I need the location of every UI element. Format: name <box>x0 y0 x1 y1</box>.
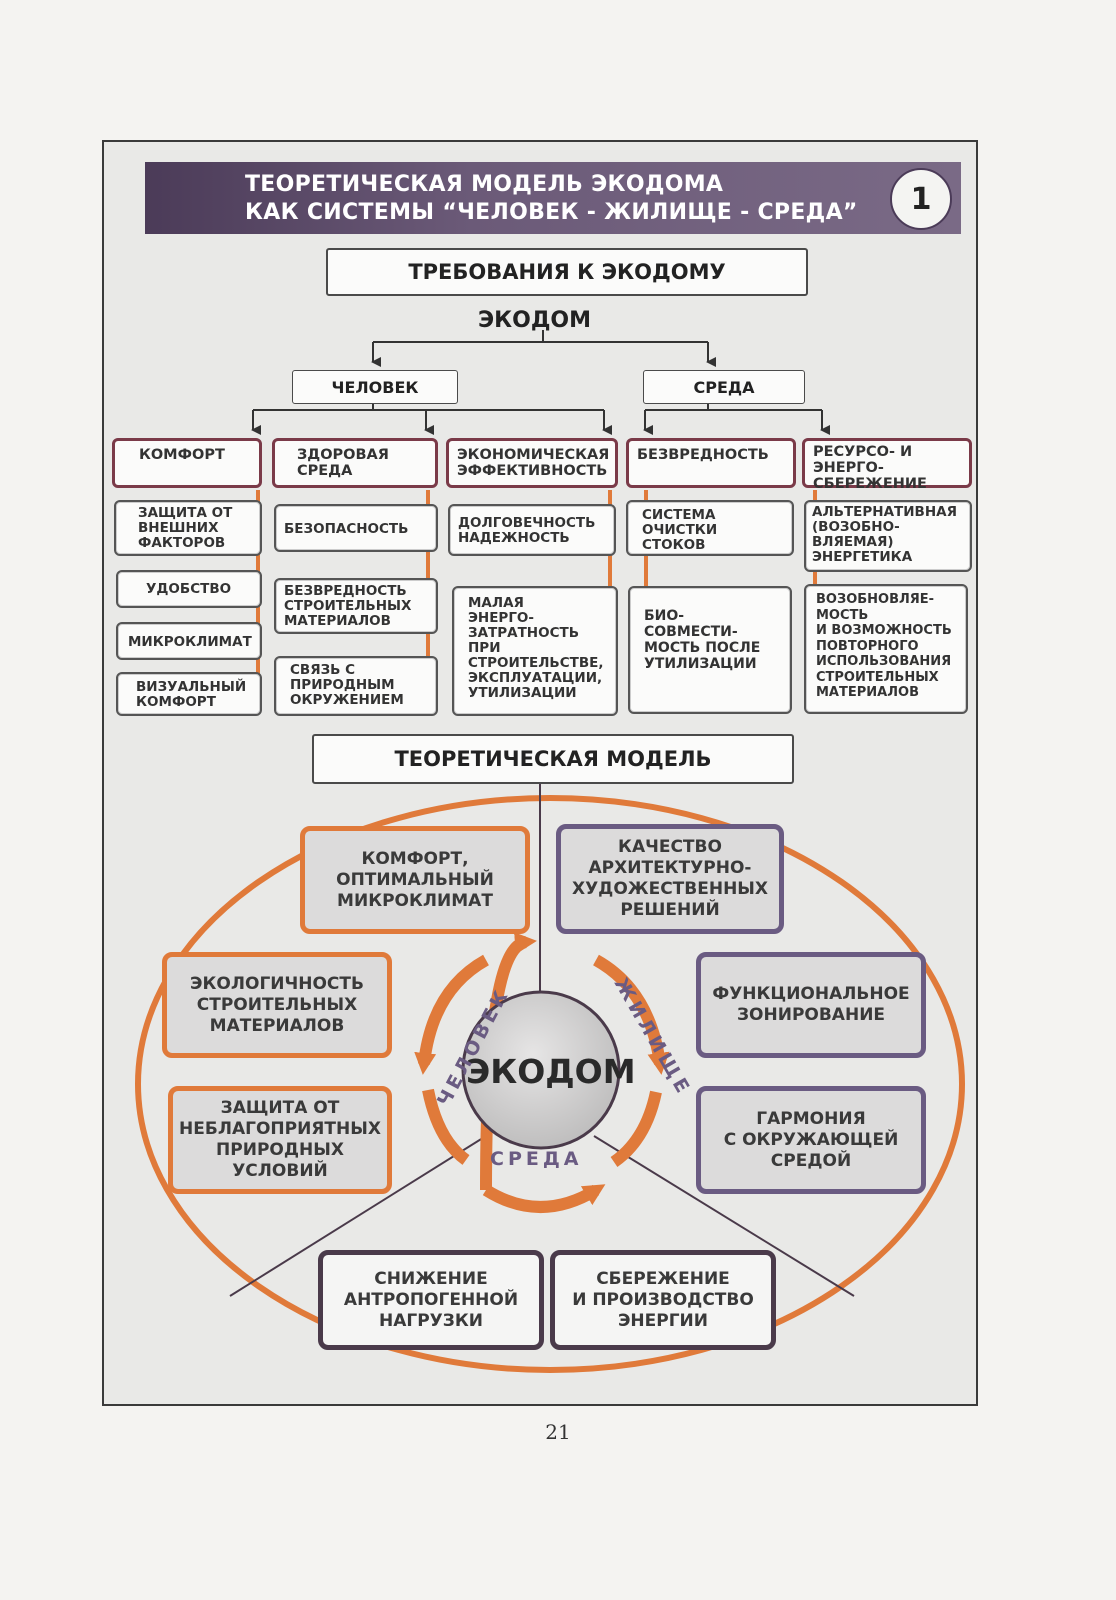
cell-biocompatibility: БИО- СОВМЕСТИ- МОСТЬ ПОСЛЕ УТИЛИЗАЦИИ <box>628 586 792 714</box>
header-resource-saving: РЕСУРСО- И ЭНЕРГО- СБЕРЕЖЕНИЕ <box>802 438 972 492</box>
header-comfort: КОМФОРТ <box>112 438 262 488</box>
header-economic-efficiency: ЭКОНОМИЧЕСКАЯ ЭФФЕКТИВНОСТЬ <box>446 438 618 488</box>
cell-low-energy-costs: МАЛАЯ ЭНЕРГО- ЗАТРАТНОСТЬ ПРИ СТРОИТЕЛЬС… <box>452 586 618 716</box>
cell-harmless-materials: БЕЗВРЕДНОСТЬ СТРОИТЕЛЬНЫХ МАТЕРИАЛОВ <box>274 578 438 634</box>
cell-wastewater-treatment: СИСТЕМА ОЧИСТКИ СТОКОВ <box>626 500 794 556</box>
cell-visual-comfort: ВИЗУАЛЬНЫЙ КОМФОРТ <box>116 672 262 716</box>
box-environment-harmony: ГАРМОНИЯ С ОКРУЖАЮЩЕЙ СРЕДОЙ <box>696 1086 926 1194</box>
header-healthy-environment: ЗДОРОВАЯ СРЕДА <box>272 438 438 488</box>
box-comfort-microclimate: КОМФОРТ, ОПТИМАЛЬНЫЙ МИКРОКЛИМАТ <box>300 826 530 934</box>
figure-number-badge: 1 <box>890 168 952 230</box>
box-energy-saving: СБЕРЕЖЕНИЕ И ПРОИЗВОДСТВО ЭНЕРГИИ <box>550 1250 776 1350</box>
cell-material-reuse: ВОЗОБНОВЛЯЕ- МОСТЬ И ВОЗМОЖНОСТЬ ПОВТОРН… <box>804 584 968 714</box>
model-title: ТЕОРЕТИЧЕСКАЯ МОДЕЛЬ <box>312 734 794 784</box>
cell-alternative-energy: АЛЬТЕРНАТИВНАЯ (ВОЗОБНО- ВЛЯЕМАЯ) ЭНЕРГЕ… <box>804 500 972 572</box>
cell-safety: БЕЗОПАСНОСТЬ <box>274 504 438 552</box>
branch-human: ЧЕЛОВЕК <box>292 370 458 404</box>
branch-environment: СРЕДА <box>643 370 805 404</box>
title-line-1: ТЕОРЕТИЧЕСКАЯ МОДЕЛЬ ЭКОДОМА <box>245 172 724 197</box>
box-nature-protection: ЗАЩИТА ОТ НЕБЛАГОПРИЯТНЫХ ПРИРОДНЫХ УСЛО… <box>168 1086 392 1194</box>
page-number: 21 <box>545 1420 571 1444</box>
tree-root: ЭКОДОМ <box>478 308 592 333</box>
box-architectural-quality: КАЧЕСТВО АРХИТЕКТУРНО- ХУДОЖЕСТВЕННЫХ РЕ… <box>556 824 784 934</box>
cell-durability: ДОЛГОВЕЧНОСТЬ НАДЕЖНОСТЬ <box>448 504 616 556</box>
requirements-title: ТРЕБОВАНИЯ К ЭКОДОМУ <box>326 248 808 296</box>
header-harmlessness: БЕЗВРЕДНОСТЬ <box>626 438 796 488</box>
title-banner: ТЕОРЕТИЧЕСКАЯ МОДЕЛЬ ЭКОДОМА КАК СИСТЕМЫ… <box>145 162 961 234</box>
ring-label-environment: СРЕДА <box>490 1148 583 1170</box>
cell-external-protection: ЗАЩИТА ОТ ВНЕШНИХ ФАКТОРОВ <box>114 500 262 556</box>
cell-nature-connection: СВЯЗЬ С ПРИРОДНЫМ ОКРУЖЕНИЕМ <box>274 656 438 716</box>
cell-convenience: УДОБСТВО <box>116 570 262 608</box>
cell-microclimate: МИКРОКЛИМАТ <box>116 622 262 660</box>
box-anthropogenic-load: СНИЖЕНИЕ АНТРОПОГЕННОЙ НАГРУЗКИ <box>318 1250 544 1350</box>
title-line-2: КАК СИСТЕМЫ “ЧЕЛОВЕК - ЖИЛИЩЕ - СРЕДА” <box>245 200 858 225</box>
box-functional-zoning: ФУНКЦИОНАЛЬНОЕ ЗОНИРОВАНИЕ <box>696 952 926 1058</box>
model-center: ЭКОДОМ <box>466 1052 636 1091</box>
box-material-ecology: ЭКОЛОГИЧНОСТЬ СТРОИТЕЛЬНЫХ МАТЕРИАЛОВ <box>162 952 392 1058</box>
